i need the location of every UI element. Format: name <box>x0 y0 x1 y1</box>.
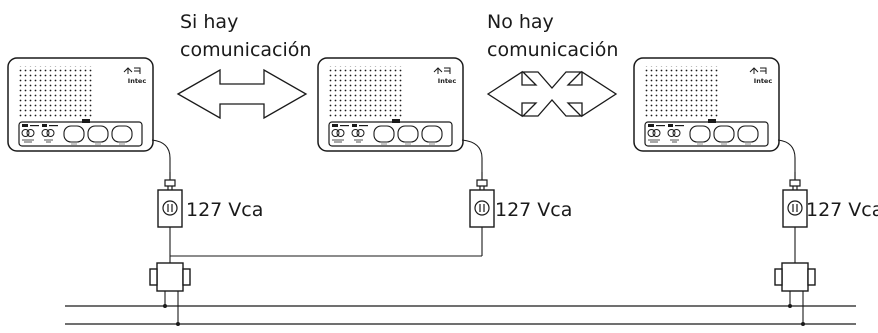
cable-2 <box>461 139 483 172</box>
outlet-1 <box>157 171 183 228</box>
outlet-2 <box>469 171 495 228</box>
voltage-label-3: 127 Vca <box>806 199 878 221</box>
voltage-label-1: 127 Vca <box>186 199 264 221</box>
junction-box-1 <box>149 262 191 292</box>
intercom-unit-3 <box>633 57 780 152</box>
voltage-label-2: 127 Vca <box>495 199 573 221</box>
junction-box-2 <box>774 262 816 292</box>
disconnected-label-line1: No hay <box>487 11 554 33</box>
connected-label-line1: Si hay <box>180 11 239 33</box>
communication-arrow <box>176 68 308 120</box>
cable-3 <box>777 139 796 172</box>
outlet-3 <box>782 171 808 228</box>
no-communication-arrow <box>486 70 618 118</box>
disconnected-label-line2: comunicación <box>487 39 619 61</box>
intercom-unit-1 <box>7 57 154 152</box>
cable-1 <box>151 139 171 172</box>
connected-label-line2: comunicación <box>180 39 312 61</box>
intercom-unit-2 <box>317 57 464 152</box>
